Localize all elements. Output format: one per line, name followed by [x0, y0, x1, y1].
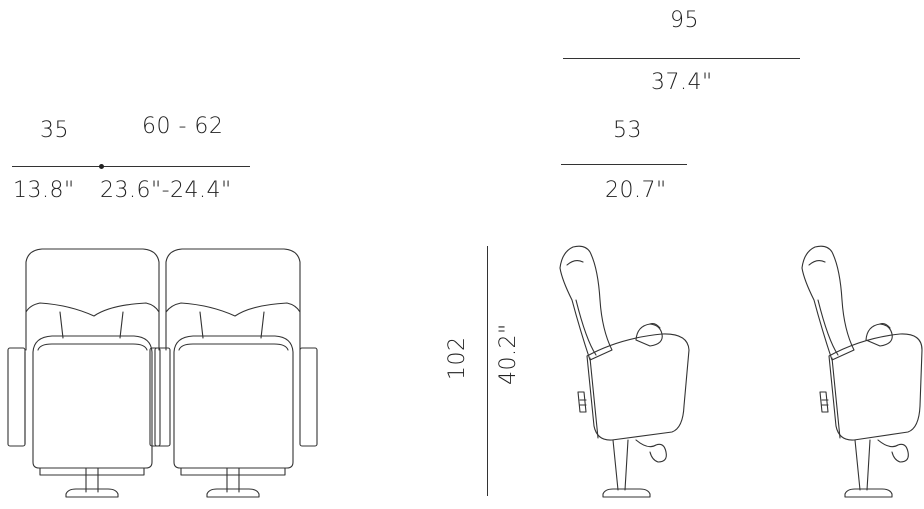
seat-right — [174, 336, 293, 468]
seat-left — [33, 336, 152, 468]
closed-depth-cm: 53 — [613, 118, 642, 143]
armrest-left-outer — [8, 348, 25, 446]
side-view-chair-1 — [560, 246, 689, 497]
side1-armrest-pad — [636, 324, 662, 346]
open-depth-line — [563, 58, 800, 59]
side-view-chair-2 — [802, 246, 922, 497]
front-chair-right — [155, 249, 317, 497]
seat-width-cm: 35 — [40, 118, 69, 143]
armrest-right-outer — [300, 348, 317, 446]
side1-backrest — [560, 246, 612, 360]
side2-armrest-pad — [866, 324, 892, 346]
side2-seat-body — [829, 334, 922, 440]
side1-pedestal — [613, 440, 628, 490]
side2-backrest — [802, 246, 854, 360]
side2-pedestal — [855, 440, 870, 490]
backrest-right — [166, 249, 300, 316]
side2-hinge — [820, 392, 828, 412]
front-view-chairs — [8, 249, 317, 497]
front-chair-left — [8, 249, 160, 497]
open-depth-cm: 95 — [670, 8, 699, 33]
front-dimension-line — [12, 166, 250, 167]
width-range-cm: 60 - 62 — [142, 114, 224, 139]
backrest-left — [26, 249, 159, 316]
closed-depth-line — [561, 164, 687, 165]
front-dimension-marker — [99, 164, 104, 169]
width-range-in: 23.6"-24.4" — [100, 178, 232, 203]
closed-depth-in: 20.7" — [605, 178, 667, 203]
side1-seat-body — [587, 334, 689, 440]
side1-hinge — [578, 392, 586, 412]
open-depth-in: 37.4" — [651, 70, 713, 95]
seat-width-in: 13.8" — [13, 178, 75, 203]
height-dimension-line — [487, 246, 488, 496]
